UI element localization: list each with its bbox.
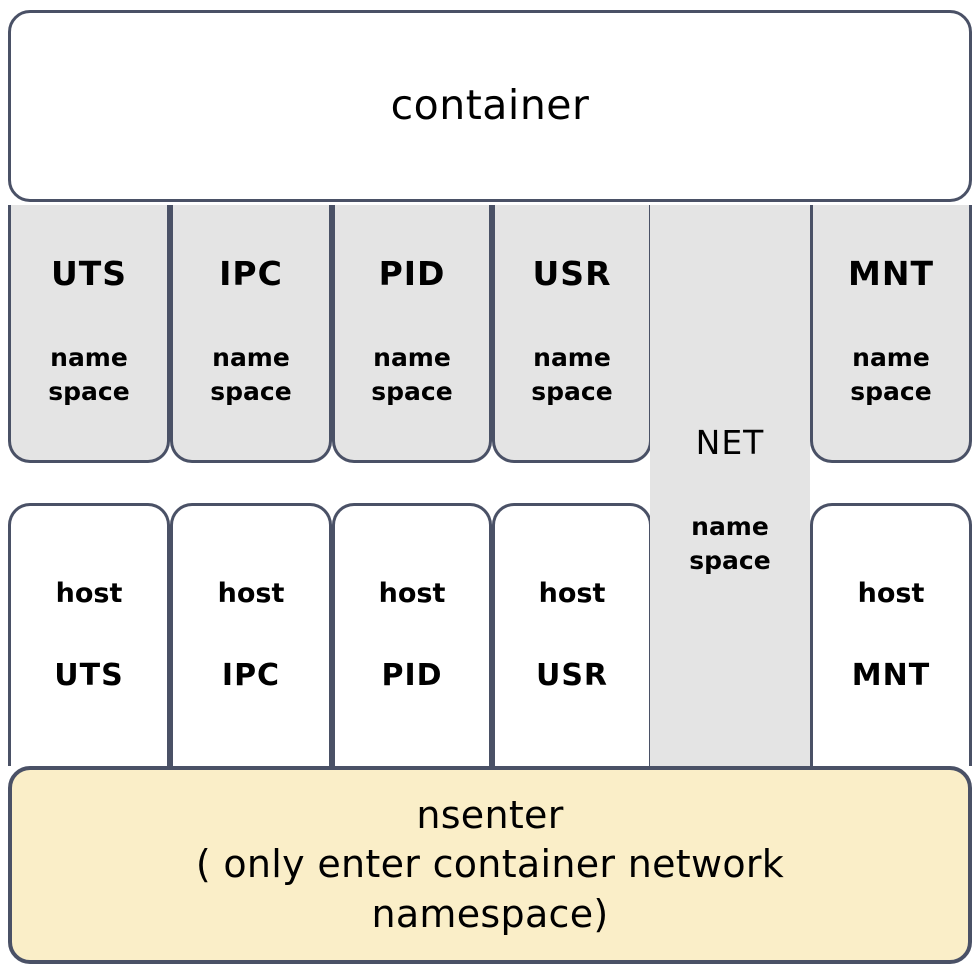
- namespace-word-line1-pid: name: [373, 342, 451, 372]
- namespace-code-pid: PID: [378, 254, 446, 293]
- host-code-pid: PID: [381, 658, 443, 694]
- host-word-mnt: host: [857, 578, 925, 610]
- namespace-code-mnt: MNT: [848, 254, 934, 293]
- host-code-mnt: MNT: [851, 658, 931, 694]
- namespace-word-line2-pid: space: [371, 376, 453, 406]
- container-box: container: [8, 10, 972, 202]
- namespace-cell-ipc: IPC name space: [170, 205, 332, 463]
- namespace-word-pid: name space: [371, 341, 452, 409]
- host-word-ipc: host: [217, 578, 285, 610]
- nsenter-line-2: ( only enter container network: [195, 842, 785, 887]
- host-code-ipc: IPC: [221, 658, 281, 694]
- namespace-cell-mnt: MNT name space: [810, 205, 972, 463]
- namespace-code-ipc: IPC: [219, 254, 283, 293]
- namespace-code-net: NET: [695, 423, 765, 462]
- nsenter-line-3: namespace): [371, 891, 609, 936]
- host-cell-uts: host UTS: [8, 503, 170, 766]
- nsenter-line-1: nsenter: [416, 792, 564, 837]
- namespace-word-usr: name space: [531, 341, 612, 409]
- host-cell-pid: host PID: [332, 503, 492, 766]
- namespace-word-line2-uts: space: [48, 376, 130, 406]
- namespace-word-line1-mnt: name: [852, 342, 930, 372]
- host-code-usr: USR: [535, 658, 609, 694]
- host-word-pid: host: [378, 578, 446, 610]
- namespace-word-ipc: name space: [210, 341, 291, 409]
- namespace-cell-usr: USR name space: [492, 205, 652, 463]
- namespace-word-line1-usr: name: [533, 342, 611, 372]
- namespace-cell-net: NET name space: [650, 205, 810, 766]
- namespace-word-net: name space: [689, 510, 770, 578]
- namespace-cell-uts: UTS name space: [8, 205, 170, 463]
- namespace-word-line1-ipc: name: [212, 342, 290, 372]
- host-cell-usr: host USR: [492, 503, 652, 766]
- namespace-word-line2-ipc: space: [210, 376, 292, 406]
- namespace-word-line2-net: space: [689, 545, 771, 575]
- namespace-word-line2-usr: space: [531, 376, 613, 406]
- namespace-word-uts: name space: [48, 341, 129, 409]
- container-label: container: [390, 81, 590, 130]
- host-word-usr: host: [538, 578, 606, 610]
- namespace-code-uts: UTS: [50, 254, 128, 293]
- namespace-word-line1-uts: name: [50, 342, 128, 372]
- namespace-word-mnt: name space: [850, 341, 931, 409]
- namespace-code-usr: USR: [532, 254, 612, 293]
- nsenter-box: nsenter ( only enter container network n…: [8, 766, 972, 964]
- host-word-uts: host: [55, 578, 123, 610]
- namespace-word-line1-net: name: [691, 512, 769, 541]
- namespace-cell-pid: PID name space: [332, 205, 492, 463]
- namespace-word-line2-mnt: space: [850, 376, 932, 406]
- host-cell-ipc: host IPC: [170, 503, 332, 766]
- host-code-uts: UTS: [54, 658, 124, 694]
- host-cell-mnt: host MNT: [810, 503, 972, 766]
